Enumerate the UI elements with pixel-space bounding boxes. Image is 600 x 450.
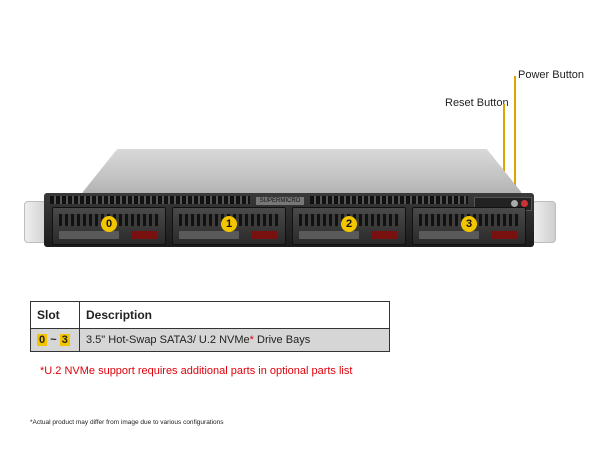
- server-chassis-image: SUPERMICRO 0 1 2 3: [22, 145, 556, 255]
- slot-cell: 0 ~ 3: [30, 328, 80, 352]
- drive-latch: [251, 231, 277, 239]
- chassis-top-lid: [82, 149, 522, 193]
- drive-bay-2[interactable]: 2: [292, 207, 406, 245]
- drive-latch: [371, 231, 397, 239]
- drive-bay-3[interactable]: 3: [412, 207, 526, 245]
- chassis-front-panel: SUPERMICRO 0 1 2 3: [44, 193, 534, 247]
- bay-number-badge: 0: [101, 216, 117, 232]
- drive-latch: [491, 231, 517, 239]
- reset-button-callout-line: [503, 104, 505, 196]
- front-vent: [50, 196, 250, 204]
- power-button[interactable]: [521, 200, 528, 207]
- slot-separator: ~: [50, 334, 57, 346]
- drive-latch: [131, 231, 157, 239]
- bay-number-badge: 2: [341, 216, 357, 232]
- drive-bay-0[interactable]: 0: [52, 207, 166, 245]
- bay-number-badge: 3: [461, 216, 477, 232]
- slot-description-table: Slot Description 0 ~ 3 3.5" Hot-Swap SAT…: [30, 301, 390, 352]
- description-suffix: Drive Bays: [253, 334, 311, 346]
- slot-end: 3: [59, 334, 70, 346]
- slot-start: 0: [37, 334, 48, 346]
- description-column-header: Description: [79, 301, 390, 329]
- table-row: 0 ~ 3 3.5" Hot-Swap SATA3/ U.2 NVMe* Dri…: [30, 328, 390, 352]
- requirement-asterisk: *: [249, 334, 254, 346]
- power-button-label: Power Button: [518, 69, 585, 81]
- bay-number-badge: 1: [221, 216, 237, 232]
- reset-button-label: Reset Button: [445, 97, 509, 109]
- disclaimer-footnote: *Actual product may differ from image du…: [30, 419, 224, 426]
- drive-bay-1[interactable]: 1: [172, 207, 286, 245]
- slot-column-header: Slot: [30, 301, 80, 329]
- power-button-callout-line: [514, 76, 516, 196]
- rack-ear-right: [532, 201, 556, 243]
- description-cell: 3.5" Hot-Swap SATA3/ U.2 NVMe* Drive Bay…: [79, 328, 390, 352]
- nvme-support-note: *U.2 NVMe support requires additional pa…: [40, 365, 353, 377]
- table-header-row: Slot Description: [30, 301, 390, 329]
- brand-logo: SUPERMICRO: [256, 197, 304, 205]
- reset-button[interactable]: [511, 200, 518, 207]
- description-text: 3.5" Hot-Swap SATA3/ U.2 NVMe: [86, 334, 250, 346]
- front-vent: [310, 196, 468, 204]
